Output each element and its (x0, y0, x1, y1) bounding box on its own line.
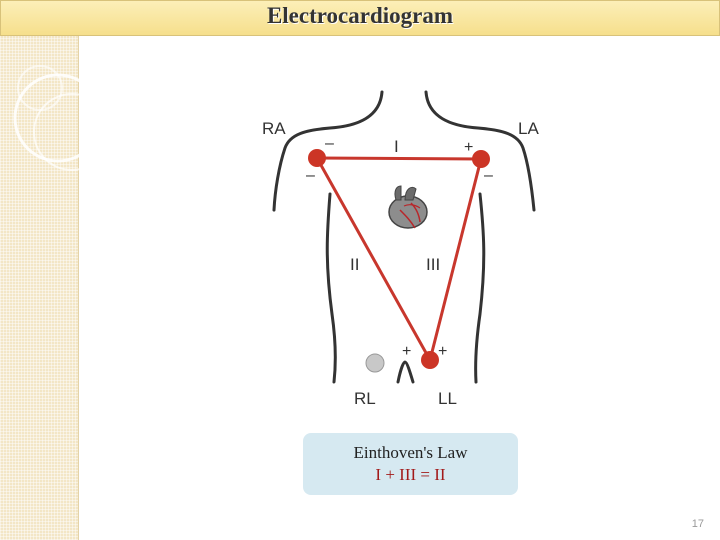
sign-ra-top: – (325, 135, 334, 152)
lead-ii-line (315, 156, 432, 362)
law-equation: I + III = II (375, 465, 446, 484)
electrode-la (472, 150, 490, 168)
electrode-ra (308, 149, 326, 167)
sign-ra-bottom: – (306, 167, 315, 184)
einthoven-law-box: Einthoven's Law I + III = II (303, 433, 518, 495)
heart-icon (388, 185, 428, 229)
decorative-left-strip (0, 0, 78, 540)
einthoven-triangle-diagram: RA LA RL LL I II III – – + – + + (262, 90, 539, 408)
slide-title: Electrocardiogram (266, 3, 454, 28)
electrode-rl-ground (365, 353, 385, 373)
law-title: Einthoven's Law (353, 443, 468, 462)
sign-ll-right: + (438, 343, 447, 360)
lead-iii-line (428, 157, 483, 362)
torso-outline (272, 90, 536, 384)
label-la: LA (518, 119, 539, 138)
sign-ll-left: + (402, 343, 411, 360)
sign-la-top: + (464, 139, 473, 156)
sign-la-bottom: – (484, 167, 493, 184)
strip-edge-divider (78, 0, 79, 540)
label-ll: LL (438, 389, 457, 408)
label-lead-ii: II (350, 255, 359, 274)
page-number: 17 (691, 518, 704, 530)
lead-i-line (315, 156, 483, 161)
label-rl: RL (354, 389, 376, 408)
title-bar (0, 0, 720, 36)
label-lead-i: I (394, 137, 399, 156)
label-lead-iii: III (426, 255, 440, 274)
electrode-ll (421, 351, 439, 369)
lead-lines (315, 156, 483, 362)
label-ra: RA (262, 119, 286, 138)
decorative-circles (13, 65, 111, 171)
